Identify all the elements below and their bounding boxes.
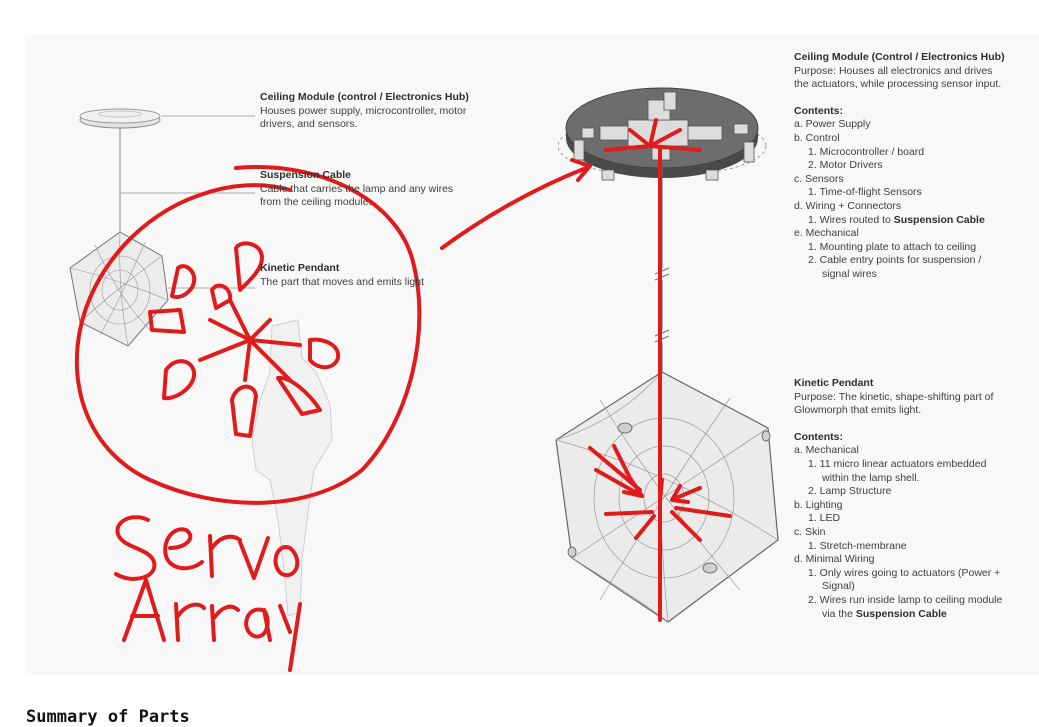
label-suspension-cable: Suspension Cable Cable that carries the … <box>260 169 453 210</box>
label-cable-line: Cable that carries the lamp and any wire… <box>260 182 454 195</box>
ceiling-desc-purpose: Purpose: Houses all electronics and driv… <box>794 64 993 77</box>
pendant-desc-purpose: Glowmorph that emits light. <box>794 404 922 417</box>
ceiling-contents-heading: Contents: <box>794 104 843 117</box>
contents-item-text: 1. Stretch-membrane <box>808 539 907 552</box>
label-kinetic-pendant: Kinetic Pendant The part that moves and … <box>260 262 424 289</box>
contents-item-text: via the <box>822 607 856 620</box>
right-pendant <box>555 371 779 623</box>
contents-item-text: a. Mechanical <box>794 444 859 457</box>
contents-item: 2. Motor Drivers <box>794 159 1034 173</box>
contents-item: 1. Mounting plate to attach to ceiling <box>794 241 1034 255</box>
contents-item-text: 2. Lamp Structure <box>808 485 892 498</box>
left-pendant <box>69 231 169 347</box>
left-ceiling-module <box>79 108 161 129</box>
contents-item-text: 1. Wires routed to <box>808 213 894 226</box>
contents-item-text: 1. Time-of-flight Sensors <box>808 186 922 199</box>
ceiling-desc-title: Ceiling Module (Control / Electronics Hu… <box>794 51 1005 63</box>
contents-item-bold: Suspension Cable <box>855 607 947 620</box>
contents-item-text: 2. Motor Drivers <box>808 159 883 172</box>
contents-item: 1. Wires routed to Suspension Cable <box>794 214 1034 228</box>
contents-item: within the lamp shell. <box>794 472 1034 486</box>
contents-item: c. Sensors <box>794 173 1034 187</box>
label-pendant-title: Kinetic Pendant <box>260 262 340 274</box>
contents-item: via the Suspension Cable <box>794 608 1034 622</box>
contents-item: 1. 11 micro linear actuators embedded <box>794 458 1034 472</box>
contents-item-text: e. Mechanical <box>794 227 859 240</box>
contents-item-text: d. Wiring + Connectors <box>794 199 902 212</box>
contents-item-text: c. Skin <box>794 525 826 538</box>
contents-item-text: c. Sensors <box>794 172 844 185</box>
contents-item-text: b. Control <box>794 131 840 144</box>
contents-item-text: 1. Mounting plate to attach to ceiling <box>808 240 977 253</box>
contents-item-text: b. Lighting <box>794 498 843 511</box>
label-pendant-line: The part that moves and emits light <box>260 275 424 288</box>
red-annotations <box>74 118 732 672</box>
contents-item-text: Signal) <box>822 580 855 593</box>
contents-item: 2. Cable entry points for suspension / <box>794 254 1034 268</box>
contents-item-bold: Suspension Cable <box>893 213 985 226</box>
contents-item: d. Wiring + Connectors <box>794 200 1034 214</box>
label-ceiling-line: Houses power supply, microcontroller, mo… <box>260 104 467 117</box>
pendant-contents-heading: Contents: <box>794 430 843 443</box>
contents-item: 2. Wires run inside lamp to ceiling modu… <box>794 594 1034 608</box>
contents-item: 2. Lamp Structure <box>794 485 1034 499</box>
contents-item: b. Control <box>794 132 1034 146</box>
contents-item: 1. Stretch-membrane <box>794 540 1034 554</box>
label-cable-title: Suspension Cable <box>260 169 352 181</box>
contents-item: a. Power Supply <box>794 118 1034 132</box>
contents-item: 1. Time-of-flight Sensors <box>794 186 1034 200</box>
contents-item-text: signal wires <box>822 267 877 280</box>
contents-item-text: 1. LED <box>808 512 841 525</box>
ceiling-desc-purpose: the actuators, while processing sensor i… <box>794 78 1002 91</box>
label-ceiling-module: Ceiling Module (control / Electronics Hu… <box>260 91 469 132</box>
contents-item: 1. Microcontroller / board <box>794 146 1034 160</box>
contents-item-text: a. Power Supply <box>794 118 871 131</box>
contents-item-text: 2. Cable entry points for suspension / <box>808 254 982 267</box>
contents-item-text: d. Minimal Wiring <box>794 553 875 566</box>
label-cable-line: from the ceiling module. <box>260 196 372 208</box>
contents-item: a. Mechanical <box>794 444 1034 458</box>
contents-item-text: within the lamp shell. <box>822 471 920 484</box>
summary-heading: Summary of Parts <box>26 707 190 727</box>
contents-item-text: 2. Wires run inside lamp to ceiling modu… <box>808 593 1003 606</box>
contents-item: b. Lighting <box>794 499 1034 513</box>
ceiling-module-description: Ceiling Module (Control / Electronics Hu… <box>794 51 1034 282</box>
contents-item: signal wires <box>794 268 1034 282</box>
contents-item-text: 1. 11 micro linear actuators embedded <box>808 457 987 470</box>
contents-item: 1. LED <box>794 512 1034 526</box>
contents-item: e. Mechanical <box>794 227 1034 241</box>
contents-item: d. Minimal Wiring <box>794 553 1034 567</box>
pendant-desc-purpose: Purpose: The kinetic, shape-shifting par… <box>794 390 994 403</box>
label-ceiling-title: Ceiling Module (control / Electronics Hu… <box>260 91 469 103</box>
contents-item: Signal) <box>794 580 1034 594</box>
contents-item: 1. Only wires going to actuators (Power … <box>794 567 1034 581</box>
pendant-desc-title: Kinetic Pendant <box>794 377 874 389</box>
contents-item-text: 1. Microcontroller / board <box>808 145 925 158</box>
pendant-description: Kinetic Pendant Purpose: The kinetic, sh… <box>794 377 1034 621</box>
label-ceiling-line: drivers, and sensors. <box>260 118 358 130</box>
contents-item: c. Skin <box>794 526 1034 540</box>
contents-item-text: 1. Only wires going to actuators (Power … <box>808 566 1001 579</box>
